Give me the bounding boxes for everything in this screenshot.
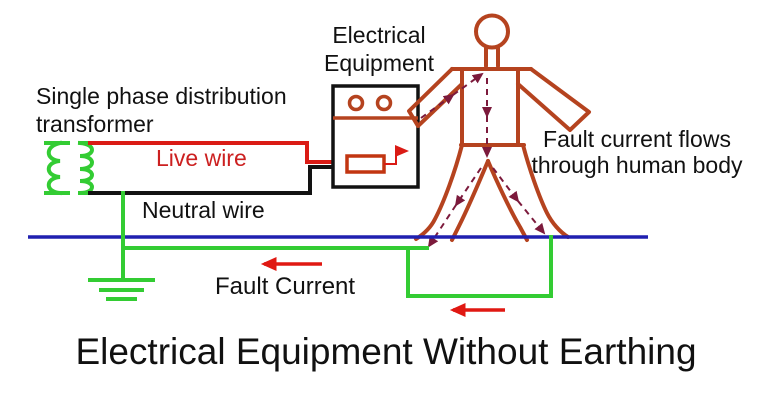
- fault-current-label: Fault Current: [215, 273, 356, 300]
- transformer-label: Single phase distribution transformer: [36, 83, 287, 137]
- body-current-left-leg-1: [454, 167, 482, 207]
- figure-neck: [484, 46, 500, 68]
- figure-left-leg: [414, 143, 490, 242]
- neutral-wire-label: Neutral wire: [142, 197, 265, 223]
- fault-flow-label: Fault current flows through human body: [531, 126, 743, 178]
- earth-ground-symbol: [88, 278, 155, 301]
- body-current-arrows: [420, 72, 546, 248]
- fault-leak-arrow: [384, 145, 409, 165]
- fault-current-arrows: [260, 257, 505, 317]
- figure-right-arm: [516, 67, 591, 132]
- fuse-element: [345, 154, 386, 174]
- equipment-label: Electrical Equipment: [324, 22, 434, 76]
- body-current-arm-segment-2: [452, 72, 484, 96]
- body-current-left-leg-2: [427, 204, 457, 248]
- figure-torso: [459, 68, 526, 147]
- equipment-box: [331, 84, 420, 189]
- neutral-wire: [88, 165, 347, 195]
- body-current-right-leg-2: [517, 200, 546, 235]
- transformer-primary-coil: [44, 140, 70, 196]
- figure-right-leg: [486, 143, 570, 242]
- figure-head: [474, 13, 510, 50]
- transformer-symbol: [44, 140, 94, 196]
- live-wire: [88, 141, 347, 164]
- live-wire-label: Live wire: [156, 145, 247, 171]
- transformer-secondary-coil: [77, 140, 94, 196]
- equipment-terminal-right: [375, 94, 393, 112]
- body-current-right-leg-1: [492, 167, 520, 203]
- earth-fault-loop: [406, 235, 553, 298]
- earth-network: [88, 191, 553, 301]
- diagram-title: Electrical Equipment Without Earthing: [75, 331, 697, 372]
- equipment-terminal-left: [347, 94, 365, 112]
